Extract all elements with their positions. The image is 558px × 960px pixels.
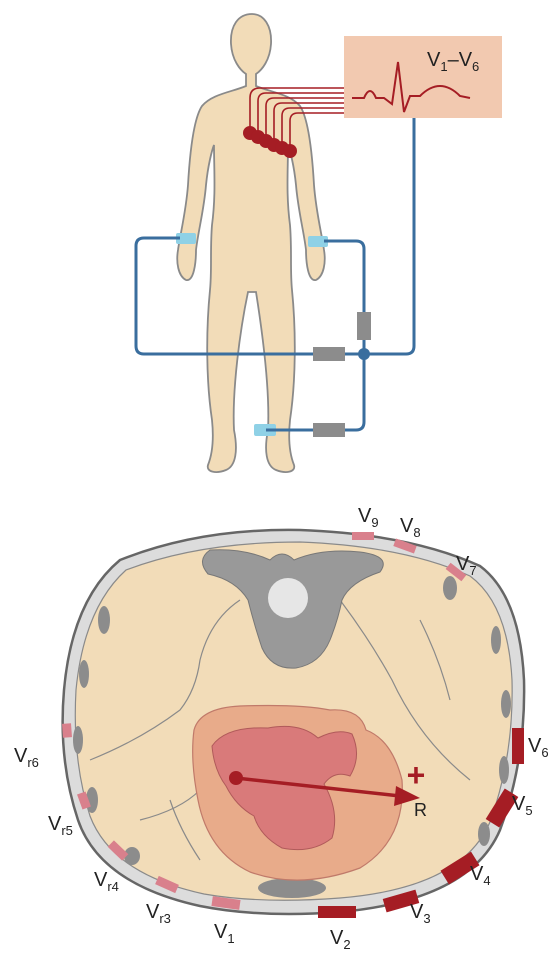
monitor-lead-label: V1–V6 (427, 49, 479, 74)
ecg-monitor: V1–V6 (344, 36, 502, 118)
vector-label-r: R (414, 800, 427, 820)
lead-label-vr3: Vr3 (146, 901, 171, 926)
cable-junction (358, 348, 370, 360)
lead-label-v2: V2 (330, 927, 351, 952)
human-body-icon (177, 14, 324, 472)
spinal-canal (268, 578, 308, 618)
lead-label-v3: V3 (410, 901, 431, 926)
lead-label-v8: V8 (400, 515, 421, 540)
cable-clip-left (313, 347, 345, 361)
lead-label-v7: V7 (456, 553, 477, 578)
torso-cross-section: + R (63, 530, 525, 914)
lead-marker-v6 (512, 728, 524, 764)
electrode-v6 (283, 144, 297, 158)
lead-marker-vr6 (62, 723, 72, 738)
lead-label-v9: V9 (358, 505, 379, 530)
cable-clip-vertical (357, 312, 371, 340)
lead-label-vr6: Vr6 (14, 745, 39, 770)
lead-marker-v9 (352, 532, 374, 540)
lead-label-v5: V5 (512, 793, 533, 818)
lead-label-vr5: Vr5 (48, 813, 73, 838)
axis-vector-origin (229, 771, 243, 785)
cable-clip-bottom (313, 423, 345, 437)
ecg-monitor-box (344, 36, 502, 118)
human-body-figure (176, 14, 328, 472)
lead-label-v4: V4 (470, 863, 491, 888)
lead-marker-v2 (318, 906, 356, 918)
lead-label-v1: V1 (214, 921, 235, 946)
lead-label-v6: V6 (528, 735, 549, 760)
plus-sign: + (407, 757, 426, 793)
lead-label-vr4: Vr4 (94, 869, 119, 894)
